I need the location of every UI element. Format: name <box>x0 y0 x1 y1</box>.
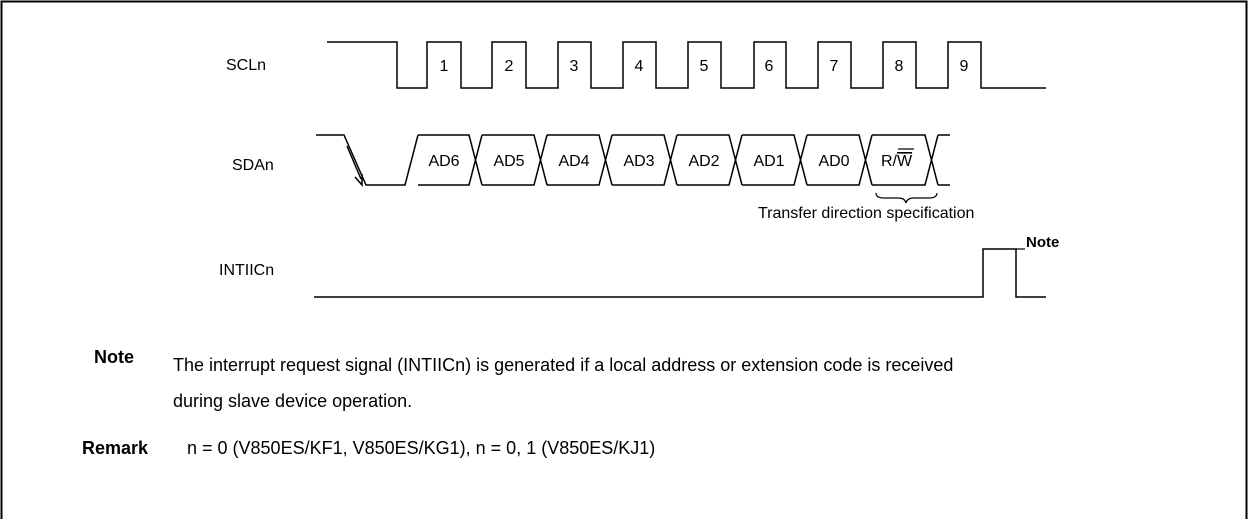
note-line-1: The interrupt request signal (INTIICn) i… <box>173 355 954 375</box>
sda-label: SDAn <box>232 157 274 174</box>
intiic-note-label: Note <box>1026 234 1059 251</box>
clock-pulse-number: 4 <box>635 58 644 75</box>
start-arrow-icon <box>346 145 363 187</box>
clock-pulse-number: 3 <box>570 58 579 75</box>
clock-pulse-number: 1 <box>440 58 449 75</box>
data-bit-label: AD6 <box>428 153 459 170</box>
clock-pulse-number: 2 <box>505 58 514 75</box>
scl-waveform <box>327 41 1046 89</box>
clock-pulse-number: 6 <box>765 58 774 75</box>
data-bit-label: AD2 <box>688 153 719 170</box>
note-heading: Note <box>94 347 134 367</box>
clock-pulse-number: 7 <box>830 58 839 75</box>
clock-pulse-numbers: 1 2 3 4 5 6 7 8 9 <box>440 58 969 75</box>
sda-data-bus <box>418 134 950 186</box>
data-bit-label: AD5 <box>493 153 524 170</box>
data-bit-label: AD0 <box>818 153 849 170</box>
rw-bit-label: R/W <box>881 153 913 170</box>
sda-start-condition <box>316 134 419 186</box>
rw-w-part: W <box>897 153 913 170</box>
intiic-label: INTIICn <box>219 262 274 279</box>
data-bit-label: AD1 <box>753 153 784 170</box>
intiic-waveform <box>314 248 1046 298</box>
data-bit-label: AD4 <box>558 153 589 170</box>
note-line-2: during slave device operation. <box>173 391 413 411</box>
rw-r-part: R/ <box>881 153 898 170</box>
clock-pulse-number: 8 <box>895 58 904 75</box>
scl-label: SCLn <box>226 57 266 74</box>
note-body: The interrupt request signal (INTIICn) i… <box>173 347 1233 419</box>
rw-brace <box>875 192 938 204</box>
remark-body: n = 0 (V850ES/KF1, V850ES/KG1), n = 0, 1… <box>187 438 656 458</box>
remark-heading: Remark <box>82 438 149 458</box>
transfer-direction-label: Transfer direction specification <box>758 205 974 222</box>
data-bit-label: AD3 <box>623 153 654 170</box>
clock-pulse-number: 9 <box>960 58 969 75</box>
clock-pulse-number: 5 <box>700 58 709 75</box>
